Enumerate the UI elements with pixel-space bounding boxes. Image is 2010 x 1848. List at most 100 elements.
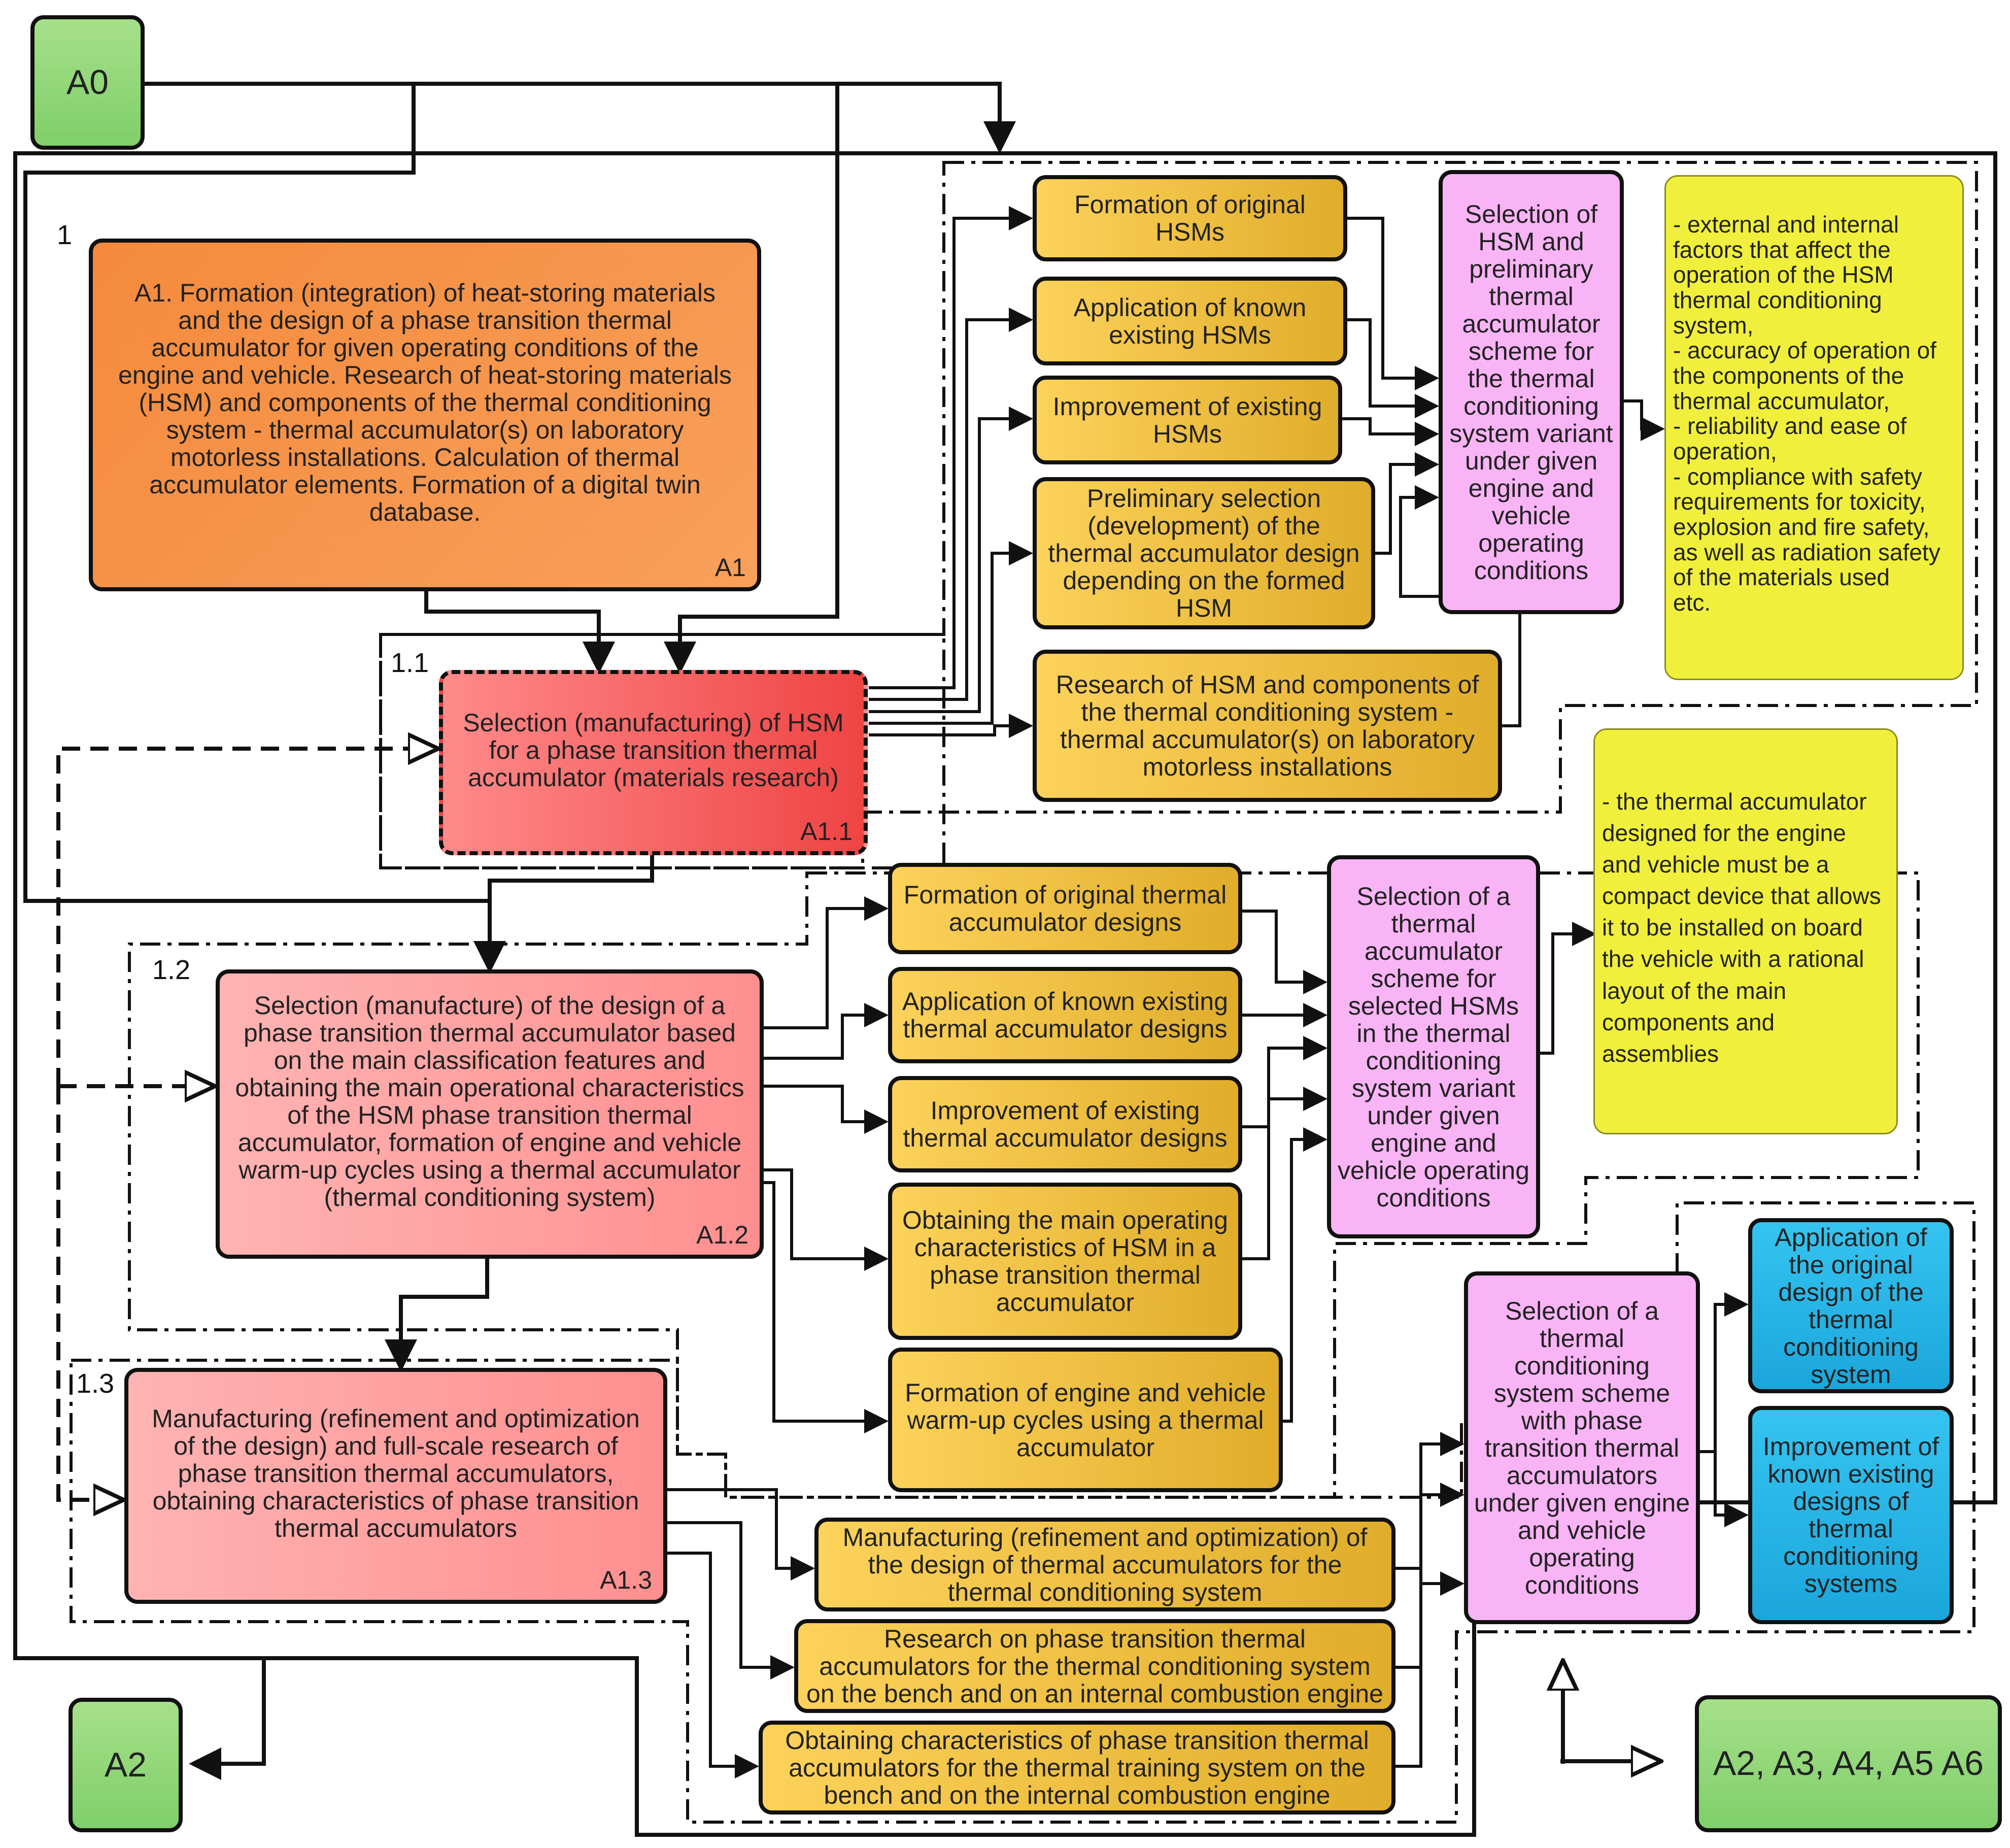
g1-sel-to-note	[1624, 399, 1665, 441]
node-a1-3: Manufacturing (refinement and optimizati…	[124, 1368, 667, 1604]
g1-item-1-text: Formation of original HSMs	[1074, 190, 1306, 246]
g1-a11-to-item4	[869, 541, 1033, 725]
g2-item3-to-sel	[1242, 1036, 1327, 1128]
g3-selection-text: Selection of a thermal conditioning syst…	[1474, 1296, 1690, 1599]
g1-item-formation: Formation of original HSMs	[1033, 175, 1347, 261]
node-a1-2: Selection (manufacture) of the design of…	[216, 969, 764, 1259]
g2-item5-to-sel	[1283, 1127, 1327, 1423]
g3-a13-to-item2	[667, 1521, 795, 1679]
g3-output-improvement: Improvement of known existing designs of…	[1748, 1406, 1954, 1624]
node-a0: A0	[30, 15, 145, 150]
g2-selection: Selection of a thermal accumulator schem…	[1327, 855, 1540, 1238]
g2-item-5-text: Formation of engine and vehicle warm-up …	[905, 1378, 1266, 1462]
g3-item-obtaining: Obtaining characteristics of phase trans…	[759, 1721, 1395, 1815]
g2-item-2-text: Application of known existing thermal ac…	[902, 987, 1229, 1043]
line-a0-to-group	[143, 82, 1016, 154]
g3-item-3-text: Obtaining characteristics of phase trans…	[785, 1726, 1369, 1809]
g1-note-text: - external and internal factors that aff…	[1673, 211, 1940, 616]
g3-selection: Selection of a thermal conditioning syst…	[1464, 1271, 1700, 1624]
g2-item-formation: Formation of original thermal accumulato…	[888, 863, 1242, 954]
g2-item1-to-sel	[1242, 910, 1327, 994]
g1-item-research: Research of HSM and components of the th…	[1033, 650, 1502, 802]
node-a2-label: A2	[104, 1745, 147, 1784]
line-a0-to-a2	[189, 1657, 266, 1780]
g2-item-4-text: Obtaining the main operating characteris…	[902, 1206, 1229, 1317]
g1-item4-to-sel	[1375, 452, 1439, 555]
g1-item-application: Application of known existing HSMs	[1033, 277, 1347, 365]
g1-item-preliminary: Preliminary selection (development) of t…	[1033, 477, 1375, 629]
node-a2-a6: A2, A3, A4, A5 A6	[1695, 1695, 2002, 1832]
group-frame-2	[128, 871, 1920, 1499]
g1-item-5-text: Research of HSM and components of the th…	[1055, 670, 1479, 781]
step-label-1: 1	[57, 220, 73, 250]
step-label-1-1: 1.1	[391, 648, 429, 678]
g1-item1-to-sel	[1347, 217, 1439, 390]
g1-item-4-text: Preliminary selection (development) of t…	[1048, 484, 1360, 622]
g3-item-2-text: Research on phase transition thermal acc…	[806, 1624, 1383, 1708]
g1-a11-to-item2	[869, 308, 1033, 701]
g3-output-1-text: Application of the original design of th…	[1775, 1223, 1927, 1389]
outer-boundary	[13, 151, 1997, 1837]
node-a1: A1. Formation (integration) of heat-stor…	[89, 239, 761, 591]
g3-output-original: Application of the original design of th…	[1748, 1218, 1954, 1393]
g2-item-warmup: Formation of engine and vehicle warm-up …	[888, 1348, 1283, 1492]
node-a1-1-text: Selection (manufacturing) of HSM for a p…	[463, 708, 844, 792]
g1-a11-to-item3	[869, 407, 1033, 713]
g3-item2-to-sel	[1395, 1483, 1464, 1669]
g1-a11-to-item5	[869, 714, 1033, 738]
g2-item-improvement: Improvement of existing thermal accumula…	[888, 1076, 1242, 1172]
g2-a12-to-item3	[764, 1085, 889, 1134]
g2-a12-to-item4	[764, 1168, 889, 1271]
g3-item-manufacturing: Manufacturing (refinement and optimizati…	[814, 1518, 1395, 1611]
node-a1-3-text: Manufacturing (refinement and optimizati…	[152, 1404, 640, 1542]
g2-item-3-text: Improvement of existing thermal accumula…	[903, 1096, 1228, 1152]
g2-item-obtaining: Obtaining the main operating characteris…	[888, 1183, 1242, 1340]
g2-item-application: Application of known existing thermal ac…	[888, 967, 1242, 1063]
node-a1-2-tag: A1.2	[696, 1221, 748, 1249]
node-a1-1: Selection (manufacturing) of HSM for a p…	[439, 670, 868, 855]
g2-sel-to-note	[1540, 922, 1596, 1055]
line-a11-to-a12	[473, 853, 654, 973]
g2-a12-to-item2	[764, 1003, 889, 1060]
g3-sel-to-out1	[1700, 1292, 1749, 1453]
line-a12-to-a13	[385, 1259, 489, 1372]
line-a0-to-a11	[143, 82, 839, 674]
g2-note: - the thermal accumulator designed for t…	[1593, 728, 1898, 1134]
g2-a12-to-item1	[764, 896, 889, 1029]
node-a0-label: A0	[66, 62, 109, 102]
node-a1-1-tag: A1.1	[800, 817, 853, 846]
node-a2-a6-label: A2, A3, A4, A5 A6	[1713, 1744, 1984, 1783]
g3-item-research: Research on phase transition thermal acc…	[794, 1619, 1395, 1713]
g1-selection-text: Selection of HSM and preliminary thermal…	[1449, 199, 1613, 585]
g1-item-2-text: Application of known existing HSMs	[1073, 293, 1307, 349]
g1-item3-to-sel	[1342, 417, 1439, 446]
group-frame-1-1	[379, 633, 945, 869]
node-a1-3-tag: A1.3	[600, 1566, 652, 1594]
g2-item-1-text: Formation of original thermal accumulato…	[903, 881, 1227, 936]
node-a1-text: A1. Formation (integration) of heat-stor…	[118, 278, 732, 526]
g2-a12-to-item5	[764, 1181, 889, 1433]
g3-sel-to-out2	[1700, 1450, 1749, 1527]
g3-a13-to-item3	[667, 1552, 759, 1778]
g3-item3-to-sel	[1395, 1571, 1464, 1768]
g3-item1-to-sel	[1395, 1432, 1464, 1570]
g2-selection-text: Selection of a thermal accumulator schem…	[1337, 882, 1530, 1212]
node-a2: A2	[69, 1698, 183, 1832]
line-a1-to-a11	[424, 590, 615, 674]
g3-a13-to-item1	[667, 1488, 815, 1581]
g1-item-3-text: Improvement of existing HSMs	[1052, 392, 1322, 448]
feedback-to-a13	[56, 1086, 122, 1500]
node-a1-tag: A1	[714, 553, 746, 582]
g1-selection: Selection of HSM and preliminary thermal…	[1439, 170, 1624, 614]
g1-a11-to-item1	[869, 206, 1033, 689]
step-label-1-2: 1.2	[152, 955, 191, 985]
g1-item2-to-sel	[1347, 318, 1439, 418]
g1-item-improvement: Improvement of existing HSMs	[1033, 376, 1342, 464]
g3-item-1-text: Manufacturing (refinement and optimizati…	[842, 1523, 1368, 1606]
g1-note: - external and internal factors that aff…	[1664, 175, 1964, 680]
step-label-1-3: 1.3	[76, 1368, 115, 1399]
g2-note-text: - the thermal accumulator designed for t…	[1602, 788, 1881, 1067]
node-a1-2-text: Selection (manufacture) of the design of…	[235, 991, 744, 1212]
g2-item4-to-sel	[1242, 1087, 1327, 1260]
